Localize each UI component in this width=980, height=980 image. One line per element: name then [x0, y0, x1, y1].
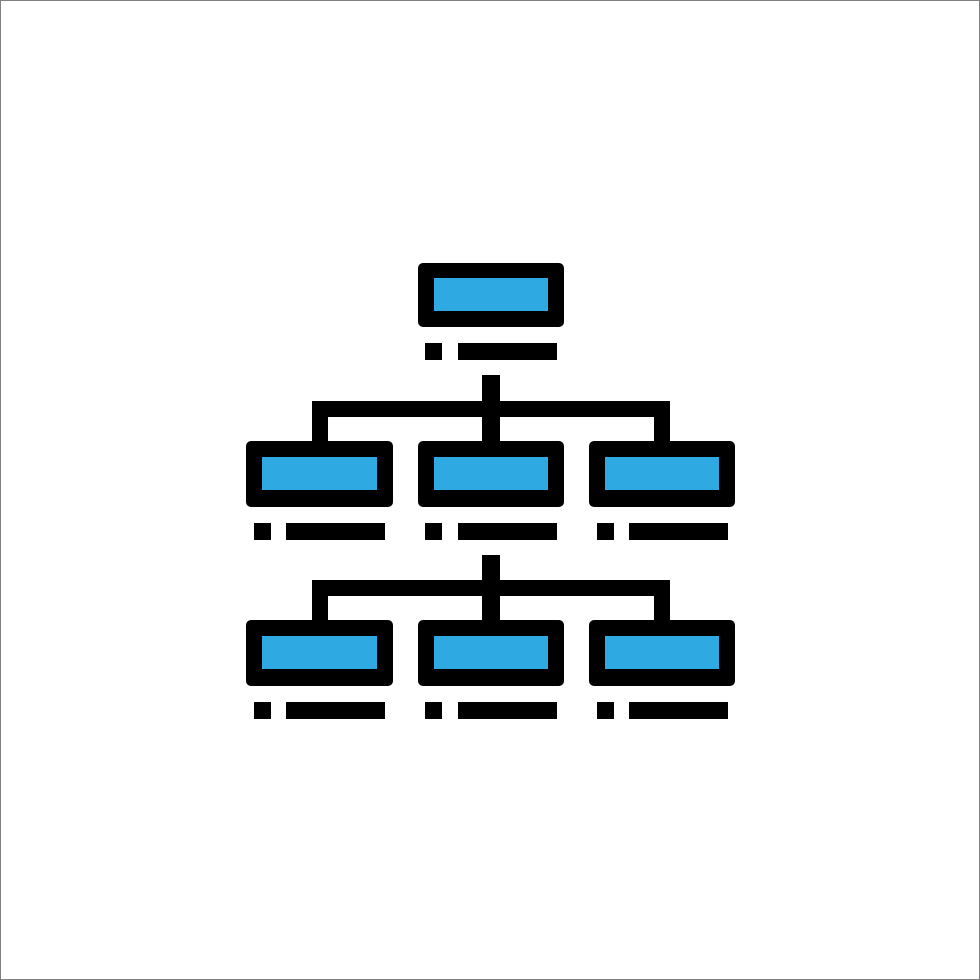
middle-node-left — [246, 441, 393, 540]
label-line — [458, 343, 557, 360]
label-bullet — [425, 343, 442, 360]
bottom-node-left — [246, 620, 393, 719]
middle-node-right — [589, 441, 735, 540]
bottom-node-center — [418, 620, 564, 719]
node-fill — [434, 278, 548, 311]
bottom-node-right — [589, 620, 735, 719]
connector-middle-to-bottom — [312, 555, 670, 623]
middle-node-center — [418, 441, 564, 540]
top-node — [418, 263, 564, 360]
connector-top-to-middle — [312, 375, 670, 443]
